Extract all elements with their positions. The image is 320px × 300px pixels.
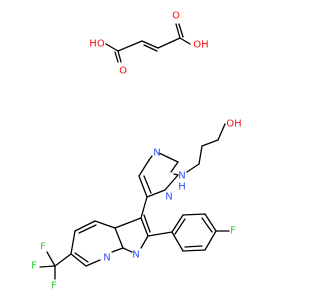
amine-nitrogen-label: N (178, 171, 185, 182)
bond (122, 247, 133, 253)
molecule-structure: HO O O OH OH N H N N F N N F F F (31, 11, 242, 292)
carbonyl-oxygen-label: O (119, 66, 127, 77)
bond (78, 224, 97, 234)
bond (70, 253, 87, 267)
fluorine-label: F (230, 226, 236, 237)
bond (184, 245, 203, 248)
bond (164, 174, 179, 191)
hydroxyl-label: HO (89, 39, 105, 50)
bond (174, 218, 186, 235)
bond (117, 50, 122, 63)
bond (143, 214, 151, 233)
bond (158, 152, 179, 163)
bridgehead-nitrogen-label: N (103, 253, 110, 264)
bond (54, 253, 72, 267)
bond (204, 230, 217, 251)
bond (146, 189, 166, 198)
fluorine-label: F (40, 242, 46, 253)
bond (217, 123, 226, 141)
bond (114, 217, 142, 229)
bond (85, 259, 101, 267)
bond (138, 159, 150, 177)
bond (140, 196, 148, 219)
amine-hydrogen-label: H (178, 182, 186, 193)
bond (140, 217, 149, 237)
bond (179, 37, 191, 45)
bond (114, 227, 124, 249)
bond (175, 23, 181, 39)
bond (186, 163, 200, 173)
hydroxyl-label: OH (226, 119, 241, 130)
bond (204, 213, 217, 232)
bond (182, 213, 206, 216)
pyrimidine-nitrogen-label: N (165, 192, 172, 203)
bond (111, 247, 124, 253)
bond (143, 175, 152, 194)
bond (114, 51, 119, 63)
bond (157, 37, 181, 49)
hydroxyl-label: OH (193, 40, 208, 51)
bond (138, 175, 148, 198)
bond (171, 231, 184, 252)
pyrazole-nitrogen-label: N (132, 250, 139, 261)
bond (117, 40, 143, 52)
bond (105, 43, 119, 52)
bond (178, 23, 184, 38)
bond (46, 251, 56, 267)
bond (74, 220, 96, 232)
bond (201, 217, 213, 233)
bond (148, 155, 153, 161)
bond (182, 249, 206, 252)
bond (39, 265, 56, 268)
bond (74, 252, 89, 263)
carbonyl-oxygen-label: O (172, 11, 180, 22)
bond (147, 231, 173, 237)
bond (198, 145, 203, 165)
fluorine-label: F (31, 261, 37, 272)
bond (140, 235, 149, 249)
bond (70, 230, 76, 255)
bond (171, 214, 184, 233)
bond (201, 139, 219, 147)
bond (141, 40, 159, 49)
bond (143, 44, 158, 52)
bond (94, 220, 116, 229)
bonds (39, 23, 230, 280)
atom-labels: HO O O OH OH N H N N F N N F F F (31, 11, 242, 292)
fluorine-label: F (51, 281, 57, 292)
pyrimidine-nitrogen-label: N (153, 148, 160, 159)
bond (170, 161, 179, 173)
